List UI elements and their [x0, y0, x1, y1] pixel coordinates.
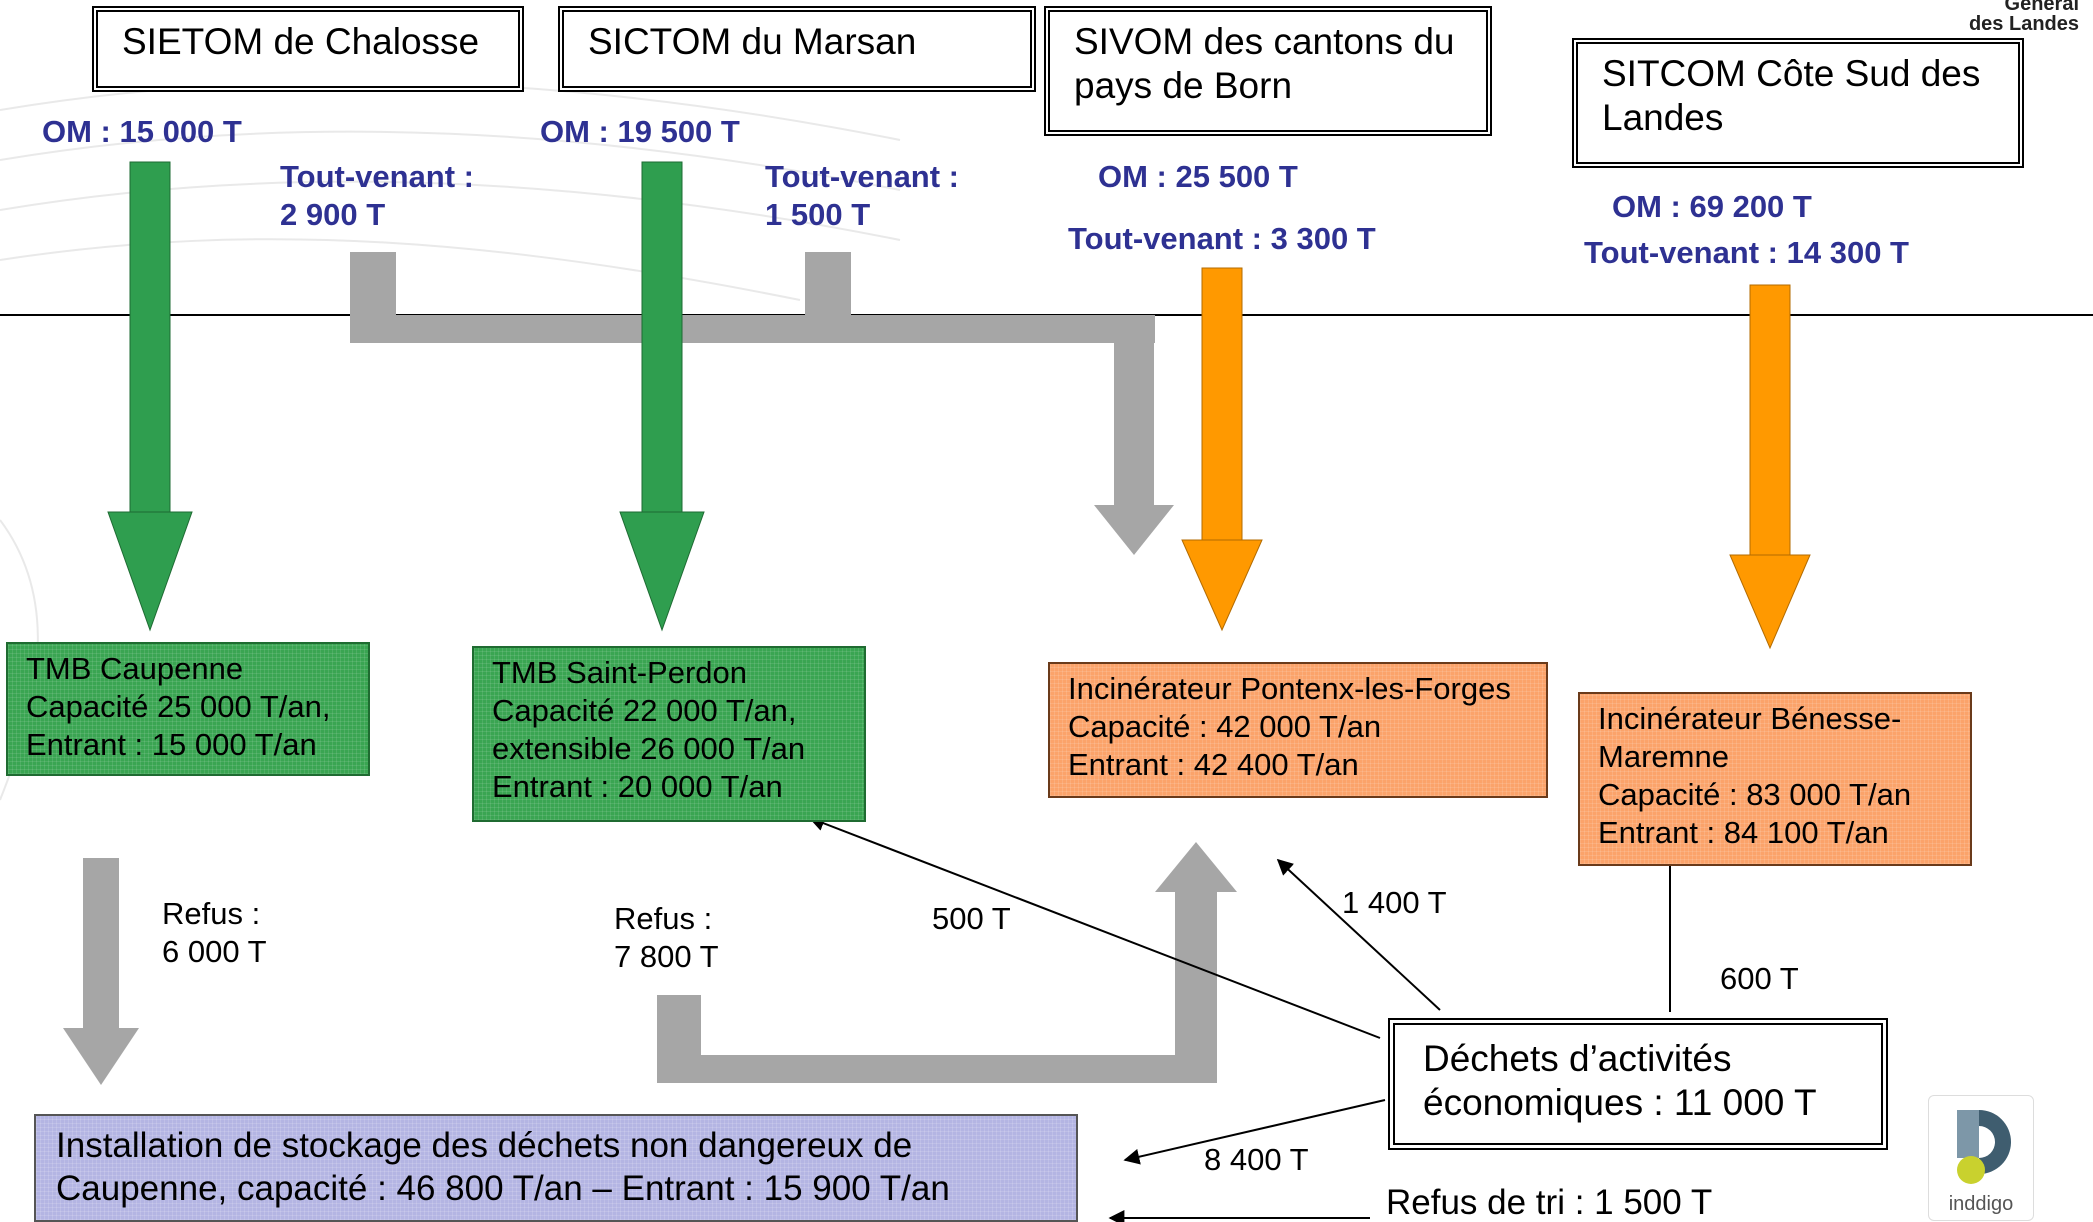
dae-source-box: Déchets d’activités économiques : 11 000…: [1388, 1018, 1888, 1150]
tout-venant-collector: [350, 252, 1174, 555]
om-sitcom-label: OM : 69 200 T: [1612, 189, 1812, 224]
header-sivom-line1: SIVOM des cantons du: [1074, 21, 1455, 62]
facility-benesse-line2: Maremne: [1598, 739, 1729, 774]
facility-perdon-line1: TMB Saint-Perdon: [492, 655, 747, 690]
header-sictom: SICTOM du Marsan: [558, 6, 1036, 92]
facility-benesse-line1: Incinérateur Bénesse-: [1598, 701, 1902, 736]
refus-perdon-arrow: [657, 842, 1237, 1083]
brand-line1: Général: [2004, 0, 2079, 15]
header-sietom-label: SIETOM de Chalosse: [122, 21, 480, 62]
om-arrow-sictom: [619, 161, 705, 632]
dae-arrows: [808, 815, 1678, 1222]
om-arrow-sitcom: [1729, 284, 1811, 650]
facility-perdon-line3: extensible 26 000 T/an: [492, 731, 806, 766]
facility-tmb-saint-perdon: TMB Saint-Perdon Capacité 22 000 T/an, e…: [472, 646, 866, 822]
header-sietom: SIETOM de Chalosse: [92, 6, 524, 92]
dae-to-benesse-label: 600 T: [1720, 961, 1799, 996]
header-sivom: SIVOM des cantons du pays de Born: [1044, 6, 1492, 136]
facility-tmb-caupenne: TMB Caupenne Capacité 25 000 T/an, Entra…: [6, 642, 370, 776]
facility-caupenne-line1: TMB Caupenne: [26, 651, 244, 686]
facility-isdnd-line1: Installation de stockage des déchets non…: [56, 1126, 913, 1165]
header-sivom-line2: pays de Born: [1074, 65, 1293, 106]
inddigo-logo-text: inddigo: [1948, 1193, 2014, 1215]
facility-incinerateur-pontenx: Incinérateur Pontenx-les-Forges Capacité…: [1048, 662, 1548, 798]
dae-to-isdnd-label: 8 400 T: [1204, 1142, 1309, 1177]
dae-to-perdon-label: 500 T: [932, 901, 1011, 936]
tv-sietom-label-2: 2 900 T: [280, 197, 386, 232]
om-sictom-label: OM : 19 500 T: [540, 114, 740, 149]
om-arrow-sivom: [1181, 267, 1263, 632]
refus-perdon-label-1: Refus :: [614, 901, 713, 936]
header-sictom-label: SICTOM du Marsan: [588, 21, 917, 62]
tv-sictom-label-2: 1 500 T: [765, 197, 871, 232]
refus-caupenne-label-2: 6 000 T: [162, 934, 267, 969]
facility-perdon-line4: Entrant : 20 000 T/an: [492, 769, 783, 804]
om-arrow-sietom: [107, 161, 193, 632]
brand-line2: des Landes: [1968, 13, 2079, 35]
facility-benesse-line3: Capacité : 83 000 T/an: [1598, 777, 1912, 812]
inddigo-logo-mark: [1957, 1110, 2011, 1184]
facility-caupenne-line2: Capacité 25 000 T/an,: [26, 689, 331, 724]
dae-to-pontenx-label: 1 400 T: [1342, 885, 1447, 920]
header-sitcom-line2: Landes: [1602, 97, 1724, 138]
facility-pontenx-line1: Incinérateur Pontenx-les-Forges: [1068, 671, 1511, 706]
facility-isdnd-line2: Caupenne, capacité : 46 800 T/an – Entra…: [56, 1169, 950, 1208]
refus-caupenne-label-1: Refus :: [162, 896, 261, 931]
header-sitcom: SITCOM Côte Sud des Landes: [1572, 38, 2024, 168]
tv-sietom-label-1: Tout-venant :: [280, 159, 475, 194]
tv-sivom-label: Tout-venant : 3 300 T: [1068, 221, 1376, 256]
tv-sitcom-label: Tout-venant : 14 300 T: [1584, 235, 1909, 270]
tv-sictom-label-1: Tout-venant :: [765, 159, 960, 194]
facility-perdon-line2: Capacité 22 000 T/an,: [492, 693, 797, 728]
refus-perdon-label-2: 7 800 T: [614, 939, 719, 974]
facility-pontenx-line3: Entrant : 42 400 T/an: [1068, 747, 1359, 782]
dae-line2: économiques : 11 000 T: [1423, 1082, 1817, 1123]
facility-incinerateur-benesse: Incinérateur Bénesse- Maremne Capacité :…: [1578, 692, 1972, 866]
refus-de-tri-label: Refus de tri : 1 500 T: [1386, 1183, 1713, 1222]
facility-pontenx-line2: Capacité : 42 000 T/an: [1068, 709, 1382, 744]
inddigo-logo: inddigo: [1928, 1095, 2034, 1221]
facility-caupenne-line3: Entrant : 15 000 T/an: [26, 727, 317, 762]
facility-benesse-line4: Entrant : 84 100 T/an: [1598, 815, 1889, 850]
header-sitcom-line1: SITCOM Côte Sud des: [1602, 53, 1981, 94]
dae-line1: Déchets d’activités: [1423, 1038, 1732, 1079]
brand-mark: Général des Landes: [1969, 0, 2079, 34]
om-sietom-label: OM : 15 000 T: [42, 114, 242, 149]
refus-caupenne-arrow: [63, 858, 139, 1085]
facility-isdnd-caupenne: Installation de stockage des déchets non…: [34, 1114, 1078, 1222]
om-sivom-label: OM : 25 500 T: [1098, 159, 1298, 194]
